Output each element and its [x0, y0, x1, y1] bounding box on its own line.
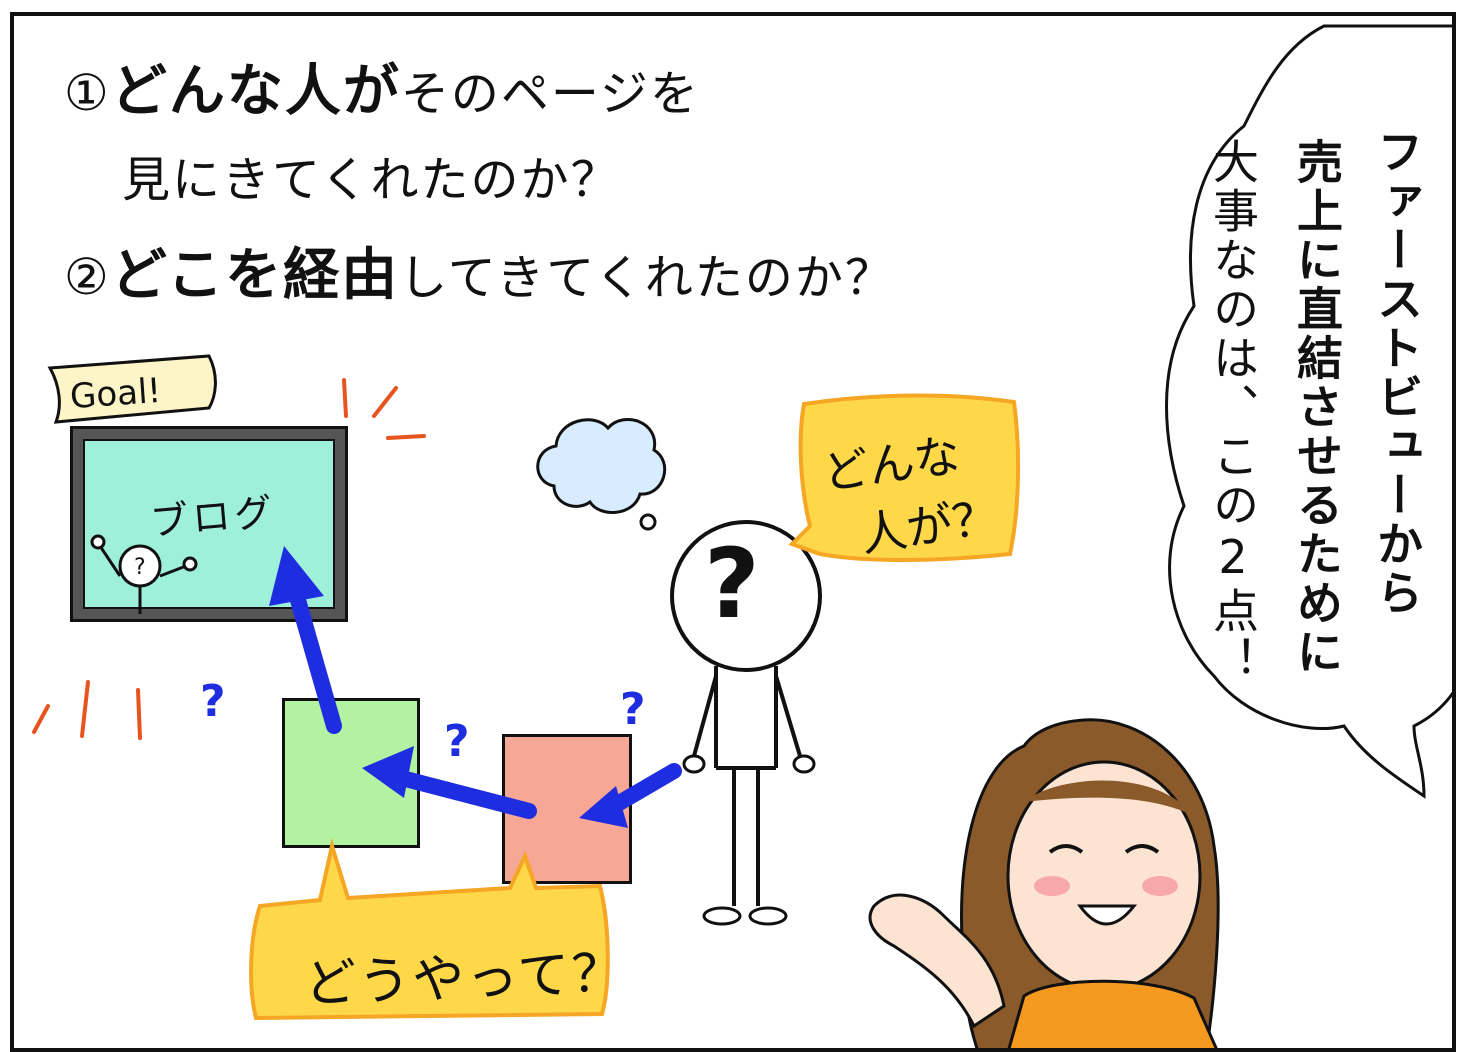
small-person-icon: ?	[90, 534, 198, 614]
number-2: ②	[64, 248, 111, 306]
arrow-to-blog	[286, 578, 342, 734]
arrowhead-blog	[269, 546, 324, 606]
goal-flag	[47, 354, 217, 424]
who-bubble	[788, 393, 1021, 562]
headline-3-rest: してきてくれたのか？	[399, 250, 895, 306]
speech-column-3: 大事なのは、この2点！	[1206, 138, 1260, 685]
stick-figure	[670, 520, 822, 926]
speech-column-2: 売上に直結させるために	[1290, 138, 1344, 677]
headline-1-rest: そのページを	[400, 66, 700, 122]
arrow-to-green	[386, 768, 537, 819]
headline-1-bold: どんな人が	[110, 59, 401, 124]
emphasis-lines-right	[342, 378, 426, 440]
question-mark-1: ?	[200, 676, 226, 727]
arrowhead-red	[579, 786, 628, 828]
woman-character	[868, 718, 1220, 1048]
question-mark-2: ?	[444, 716, 470, 767]
goal-label: Goal!	[68, 370, 163, 418]
headline-3-bold: どこを経由	[110, 243, 400, 308]
headline-line-3: ②どこを経由してきてくれたのか？	[64, 248, 895, 304]
headline-line-2: 見にきてくれたのか？	[122, 152, 621, 208]
svg-text:?: ?	[134, 555, 146, 580]
flow-arrows	[269, 546, 682, 828]
number-1: ①	[64, 64, 111, 122]
arrowhead-green	[362, 746, 414, 798]
comic-panel: ①どんな人がそのページを 見にきてくれたのか？ ②どこを経由してきてくれたのか？…	[10, 12, 1456, 1052]
arrow-to-red	[606, 763, 682, 814]
headline-line-1: ①どんな人がそのページを	[64, 64, 700, 120]
emphasis-lines-left	[32, 680, 142, 740]
question-mark-3: ?	[620, 684, 646, 735]
thought-cloud	[536, 418, 667, 531]
woman-hand	[868, 893, 1006, 1029]
speech-bubble	[1165, 24, 1452, 799]
how-bubble-text: どうやって？	[303, 943, 627, 1015]
speech-column-1: ファーストビューから	[1370, 128, 1424, 618]
figure-head-question-mark: ?	[704, 528, 760, 640]
woman-shirt	[1007, 979, 1218, 1048]
how-bubble	[249, 838, 610, 1021]
